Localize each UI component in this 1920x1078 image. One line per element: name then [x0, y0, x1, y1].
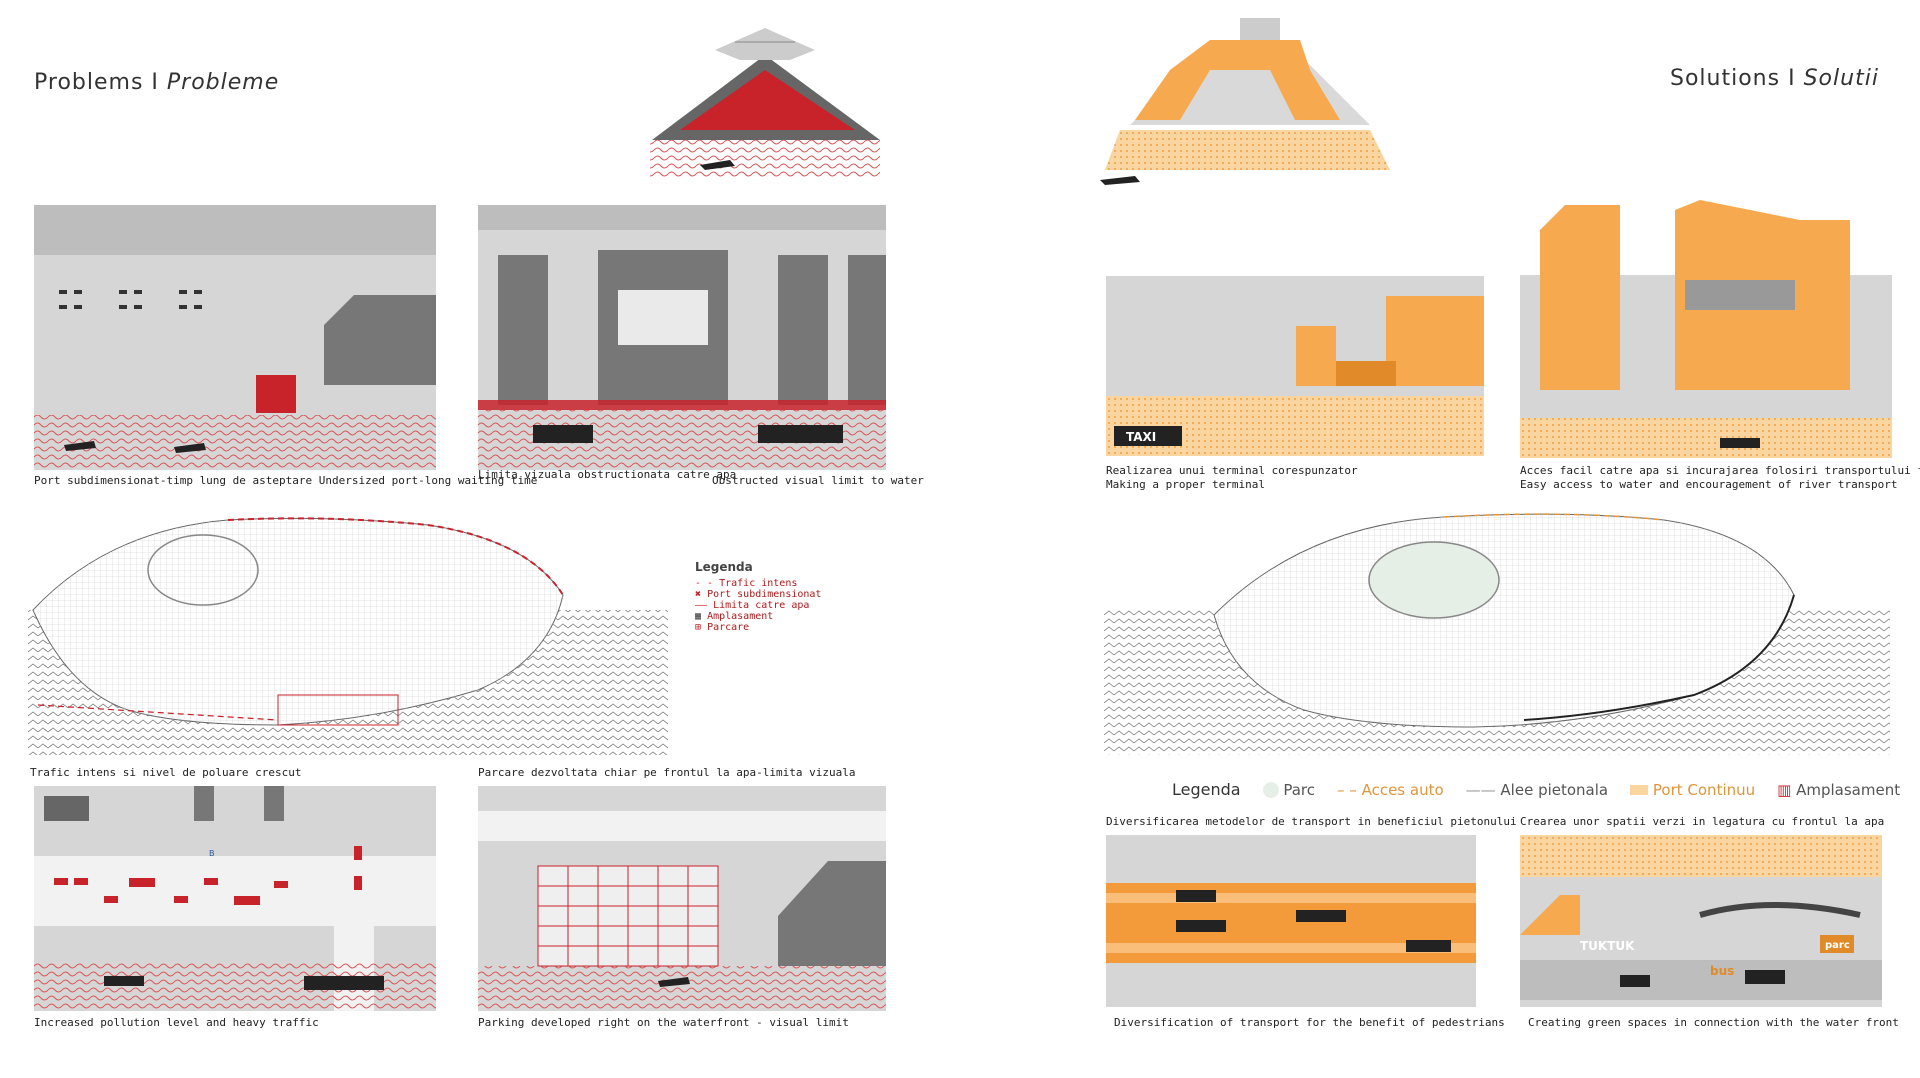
dash-red-icon: - -: [695, 578, 714, 589]
line-red-icon: ——: [695, 600, 708, 611]
tuktuk-label: TUKTUK: [1580, 939, 1635, 953]
legend-item-port-continuu: Port Continuu: [1630, 781, 1755, 799]
park-circle-icon: [1262, 782, 1279, 798]
legend-item-port: ✖ Port subdimensionat: [695, 589, 845, 600]
panel-transport-diversification: [1106, 835, 1476, 1007]
legend-item-amplasament: ▦ Amplasament: [695, 611, 845, 622]
solutions-axonometric: [1100, 18, 1390, 185]
hatch-icon: ▦: [695, 611, 702, 622]
caption-problem-4: Parking developed right on the waterfron…: [478, 1016, 849, 1029]
hatch-red-icon: ▥: [1777, 780, 1792, 799]
caption-solution-1b: Making a proper terminal: [1106, 478, 1265, 491]
caption-solution-4-top: Crearea unor spatii verzi in legatura cu…: [1520, 815, 1885, 828]
problems-title: Problems I Probleme: [34, 70, 279, 95]
legend-item-acces-auto: – – Acces auto: [1337, 781, 1444, 799]
caption-solution-1a: Realizarea unui terminal corespunzator: [1106, 464, 1358, 477]
legend-item-alee-label: Alee pietonala: [1500, 780, 1609, 799]
caption-map-left-a: Trafic intens si nivel de poluare crescu…: [30, 766, 302, 779]
bus-stop-label: B: [209, 849, 215, 858]
panel-waterfront-parking: [478, 786, 886, 1011]
line-grey-icon: ——: [1465, 780, 1496, 799]
legend-item-parcare-label: Parcare: [707, 622, 750, 633]
problems-title-ro: Probleme: [166, 70, 280, 95]
legend-solutions-title: Legenda: [1172, 780, 1241, 799]
problems-title-sep: I: [151, 70, 159, 95]
panel-green-spaces: TUKTUK bus parc: [1520, 835, 1882, 1007]
panel-terminal: TAXI: [1106, 276, 1484, 456]
legend-item-parcare: ⊞ Parcare: [695, 622, 845, 633]
caption-solution-3-top: Diversificarea metodelor de transport in…: [1106, 815, 1517, 828]
grid-red-icon: ⊞: [695, 622, 702, 633]
legend-item-parc: Parc: [1262, 780, 1316, 799]
caption-solution-2b: Easy access to water and encouragement o…: [1520, 478, 1898, 491]
legend-item-parc-label: Parc: [1283, 780, 1316, 799]
legend-item-amplasament-r-label: Amplasament: [1796, 780, 1901, 799]
taxi-label: TAXI: [1126, 430, 1156, 444]
caption-solution-3: Diversification of transport for the ben…: [1114, 1016, 1505, 1029]
dash-orange-icon: – –: [1337, 780, 1357, 799]
map-solutions: [1104, 513, 1890, 755]
legend-item-acces-auto-label: Acces auto: [1361, 780, 1444, 799]
legend-problems: Legenda - - Trafic intens ✖ Port subdime…: [695, 560, 845, 633]
parc-label: parc: [1825, 940, 1850, 951]
legend-item-trafic-label: Trafic intens: [719, 578, 798, 589]
solutions-title: Solutions I Solutii: [1670, 66, 1879, 91]
legend-item-amplasament-label: Amplasament: [707, 611, 774, 622]
legend-item-port-continuu-label: Port Continuu: [1652, 780, 1756, 799]
caption-problem-2b: Obstructed visual limit to water: [712, 474, 924, 487]
solutions-title-en: Solutions: [1670, 66, 1781, 91]
legend-item-amplasament-r: ▥ Amplasament: [1777, 781, 1900, 799]
panel-water-access: [1520, 200, 1892, 458]
panel-undersized-port: [34, 205, 436, 470]
caption-problem-2a: Limita vizuala obstructionata catre apa: [478, 468, 737, 481]
legend-item-alee: —— Alee pietonala: [1466, 781, 1608, 799]
problems-axonometric: [650, 28, 880, 178]
caption-map-left-b: Parcare dezvoltata chiar pe frontul la a…: [478, 766, 856, 779]
caption-solution-2a: Acces facil catre apa si incurajarea fol…: [1520, 464, 1920, 477]
legend-item-limita: —— Limita catre apa: [695, 600, 845, 611]
legend-item-limita-label: Limita catre apa: [713, 600, 810, 611]
solutions-title-sep: I: [1788, 66, 1796, 91]
cross-red-icon: ✖: [695, 589, 702, 600]
caption-problem-3: Increased pollution level and heavy traf…: [34, 1016, 319, 1029]
legend-problems-title: Legenda: [695, 560, 753, 574]
panel-pollution-traffic: B: [34, 786, 436, 1011]
orange-swatch-icon: [1630, 785, 1649, 795]
legend-solutions: Legenda Parc – – Acces auto —— Alee piet…: [1172, 780, 1900, 799]
map-problems: [28, 517, 668, 755]
solutions-title-ro: Solutii: [1803, 66, 1879, 91]
problems-title-en: Problems: [34, 70, 144, 95]
panel-visual-limit: [478, 205, 886, 470]
caption-solution-4: Creating green spaces in connection with…: [1528, 1016, 1899, 1029]
legend-item-port-label: Port subdimensionat: [707, 589, 822, 600]
legend-item-trafic: - - Trafic intens: [695, 578, 845, 589]
caption-problem-1: Port subdimensionat-timp lung de astepta…: [34, 474, 538, 487]
bus-label: bus: [1710, 964, 1734, 978]
